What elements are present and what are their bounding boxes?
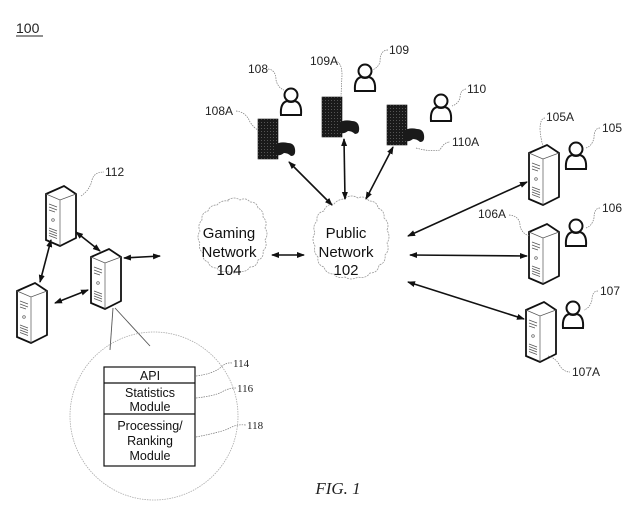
leader-110a [415, 141, 451, 152]
leader-114 [195, 362, 233, 377]
callout-line-right [114, 307, 151, 347]
label-106: 106 [602, 201, 622, 215]
leader-118 [195, 424, 247, 438]
label-112: 112 [105, 165, 124, 179]
callout-circle [69, 331, 239, 501]
gaming-network-label-line2: Network [201, 244, 257, 261]
link-server-bottom-main [54, 289, 89, 304]
game-console-icon-108a [257, 118, 296, 160]
callout-line-left [109, 307, 114, 351]
leader-112 [80, 171, 105, 197]
api-module-label: API [140, 369, 160, 383]
link-console-109a-public [341, 138, 348, 200]
label-110: 110 [467, 82, 486, 96]
client-device-icon-106a [528, 223, 560, 285]
figure-caption: FIG. 1 [314, 479, 360, 498]
server-icon-top [45, 185, 77, 247]
label-106a: 106A [478, 207, 506, 221]
link-server-gaming-network [123, 253, 161, 261]
label-107: 107 [600, 284, 620, 298]
user-icon-105 [564, 141, 588, 170]
gaming-network-cloud [197, 197, 268, 274]
label-116: 116 [237, 383, 254, 395]
leader-109a [334, 60, 343, 97]
label-107a: 107A [572, 365, 600, 379]
public-network-label-line1: Public [326, 225, 367, 242]
user-icon-106 [564, 218, 588, 247]
leader-105 [585, 127, 601, 149]
link-server-top-main [75, 231, 101, 252]
label-110a: 110A [452, 135, 479, 149]
link-server-top-bottom [38, 239, 53, 283]
leader-108a [235, 110, 259, 131]
public-network-cloud [312, 195, 390, 280]
processing-module-label-line1: Processing/ [117, 419, 183, 433]
leader-107 [583, 290, 599, 311]
gaming-network-label-line1: Gaming [203, 225, 256, 242]
label-105: 105 [602, 121, 622, 135]
user-icon-109 [353, 63, 377, 92]
label-109a: 109A [310, 54, 338, 68]
user-icon-108 [279, 87, 303, 116]
leader-116 [195, 387, 237, 399]
public-network-number: 102 [333, 262, 358, 279]
link-public-client-105a [407, 181, 528, 237]
user-icon-107 [561, 300, 585, 329]
gaming-network-number: 104 [216, 262, 241, 279]
link-console-110a-public [365, 146, 394, 200]
label-109: 109 [389, 43, 409, 57]
label-108a: 108A [205, 104, 233, 118]
link-public-client-107a [407, 281, 525, 320]
figure-ref-number: 100 [16, 20, 40, 36]
user-icon-110 [429, 93, 453, 122]
game-console-icon-110a [386, 104, 425, 146]
leader-107a [547, 355, 571, 373]
processing-module-label-line3: Module [130, 449, 171, 463]
client-device-icon-107a [525, 301, 557, 363]
game-console-icon-109a [321, 96, 360, 138]
label-108: 108 [248, 62, 268, 76]
server-icon-main [90, 248, 122, 310]
label-118: 118 [247, 420, 264, 432]
public-network-label-line2: Network [318, 244, 374, 261]
leader-108 [267, 68, 285, 91]
statistics-module-label-line1: Statistics [125, 386, 175, 400]
link-public-client-106a [409, 252, 528, 259]
label-114: 114 [233, 358, 250, 370]
processing-module-label-line2: Ranking [127, 434, 173, 448]
label-105a: 105A [546, 110, 574, 124]
leader-109 [371, 49, 389, 71]
leader-106a [508, 214, 531, 237]
leader-106 [585, 207, 601, 229]
client-device-icon-105a [528, 144, 560, 206]
server-icon-bottom [16, 282, 48, 344]
statistics-module-label-line2: Module [130, 400, 171, 414]
link-console-108a-public [288, 161, 333, 206]
leader-105a [539, 117, 546, 147]
leader-110 [451, 88, 467, 107]
